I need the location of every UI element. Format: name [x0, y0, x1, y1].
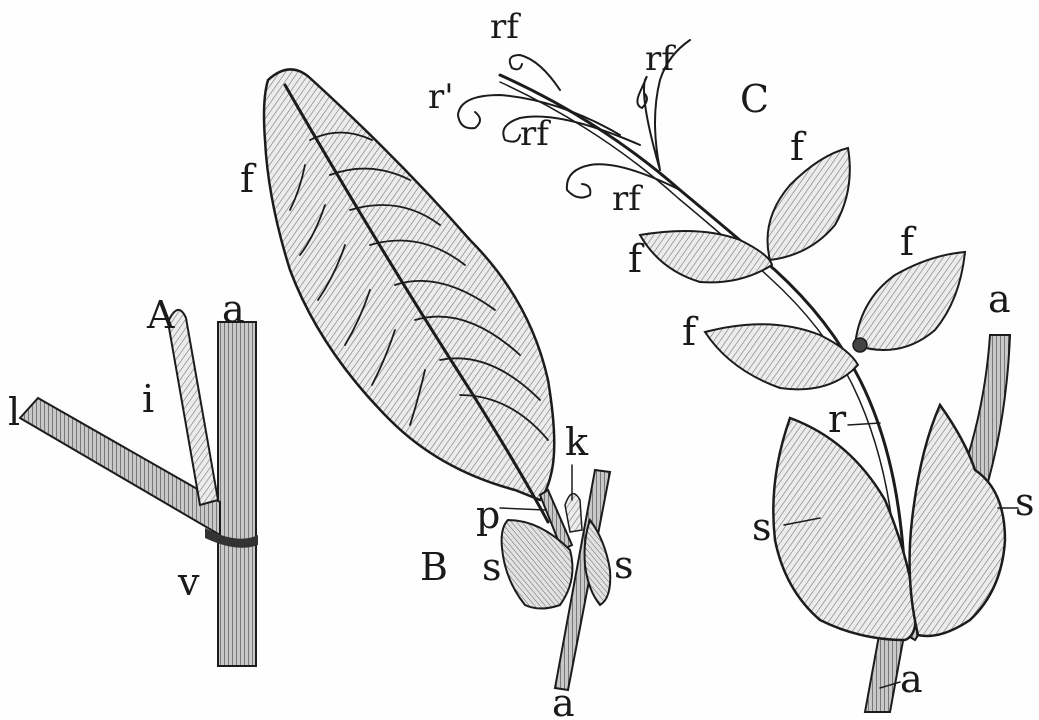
- label-c-rf-2: rf: [520, 114, 551, 154]
- label-a-i: i: [142, 377, 154, 421]
- label-c-s-right: s: [1015, 480, 1035, 524]
- figure-c-lower-stem: [865, 630, 905, 712]
- figure-a: [20, 310, 258, 666]
- label-a-a-top: a: [222, 287, 245, 331]
- figure-b-stipule-right: [585, 520, 611, 605]
- figure-b-leaf-blade: [264, 69, 554, 500]
- label-c-f-1: f: [790, 125, 807, 169]
- label-c-rf-1: rf: [490, 7, 521, 47]
- label-c-f-3: f: [900, 220, 917, 264]
- label-b-k: k: [565, 420, 589, 464]
- label-a-l: l: [8, 390, 20, 434]
- label-c-a-bottom: a: [900, 657, 923, 701]
- label-b-f: f: [240, 157, 257, 201]
- label-b-s-left: s: [482, 545, 502, 589]
- label-a-v: v: [177, 560, 200, 604]
- label-c-a-top: a: [988, 277, 1011, 321]
- label-c-r: r: [828, 397, 847, 441]
- figure-b-bud-k: [565, 494, 582, 532]
- label-fig-a: A: [146, 293, 175, 337]
- label-b-p: p: [476, 493, 500, 537]
- figure-c-node: [853, 338, 867, 352]
- figure-b: [264, 69, 610, 690]
- label-fig-b: B: [420, 545, 448, 589]
- label-b-s-right: s: [614, 543, 634, 587]
- label-c-f-4: f: [682, 310, 699, 354]
- figure-c-leaflet-upper-left: [640, 231, 772, 282]
- figure-c-leaflet-upper-right: [768, 148, 850, 260]
- figure-c-leaflet-lower-right: [855, 252, 965, 350]
- label-b-a-bottom: a: [552, 681, 575, 720]
- figure-c-leaflet-lower-left: [705, 324, 858, 389]
- figure-a-main-stem: [218, 322, 256, 666]
- label-fig-c: C: [740, 77, 769, 121]
- figure-c-stipule-left: [773, 418, 915, 640]
- label-c-f-2: f: [628, 237, 645, 281]
- label-c-s-left: s: [752, 505, 772, 549]
- label-c-r-prime: r': [428, 77, 454, 117]
- label-c-rf-4: rf: [612, 179, 643, 219]
- figure-c-r-leader: [848, 423, 880, 425]
- label-c-rf-3: rf: [645, 39, 676, 79]
- figure-b-p-leader: [500, 508, 545, 510]
